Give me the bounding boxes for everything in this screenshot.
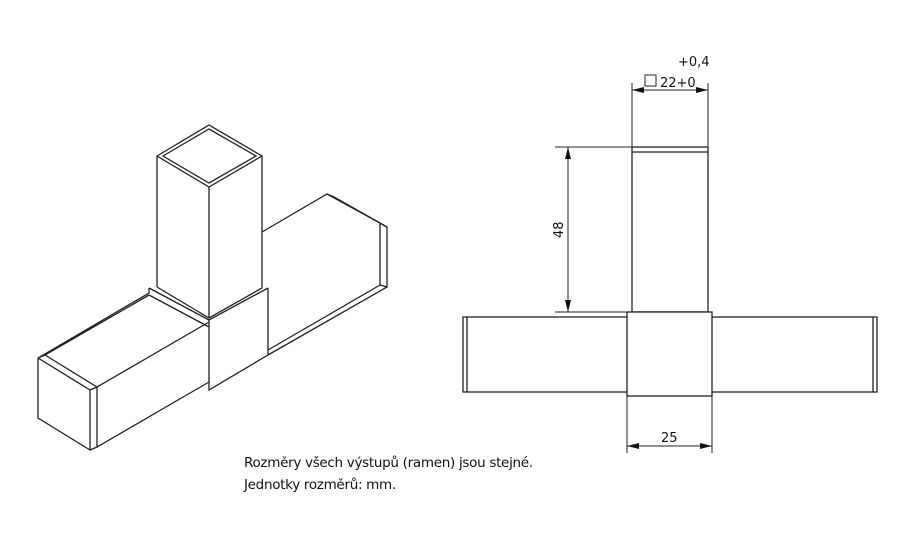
center-width-label: 25 — [661, 431, 678, 446]
isometric-view — [37, 124, 388, 452]
square-symbol-icon — [644, 74, 657, 87]
dimension-lines — [555, 74, 713, 453]
note-equal-arms: Rozměry všech výstupů (ramen) jsou stejn… — [244, 455, 533, 471]
left-arm — [37, 288, 210, 452]
vertical-arm — [155, 124, 264, 319]
note-units: Jednotky rozměrů: mm. — [244, 477, 396, 493]
front-view — [462, 146, 878, 397]
center-cube — [148, 287, 269, 392]
right-arm — [261, 193, 381, 351]
square-size-label: 22+0 — [660, 76, 696, 91]
tolerance-upper-label: +0,4 — [678, 55, 710, 70]
arm-length-label: 48 — [552, 221, 567, 238]
